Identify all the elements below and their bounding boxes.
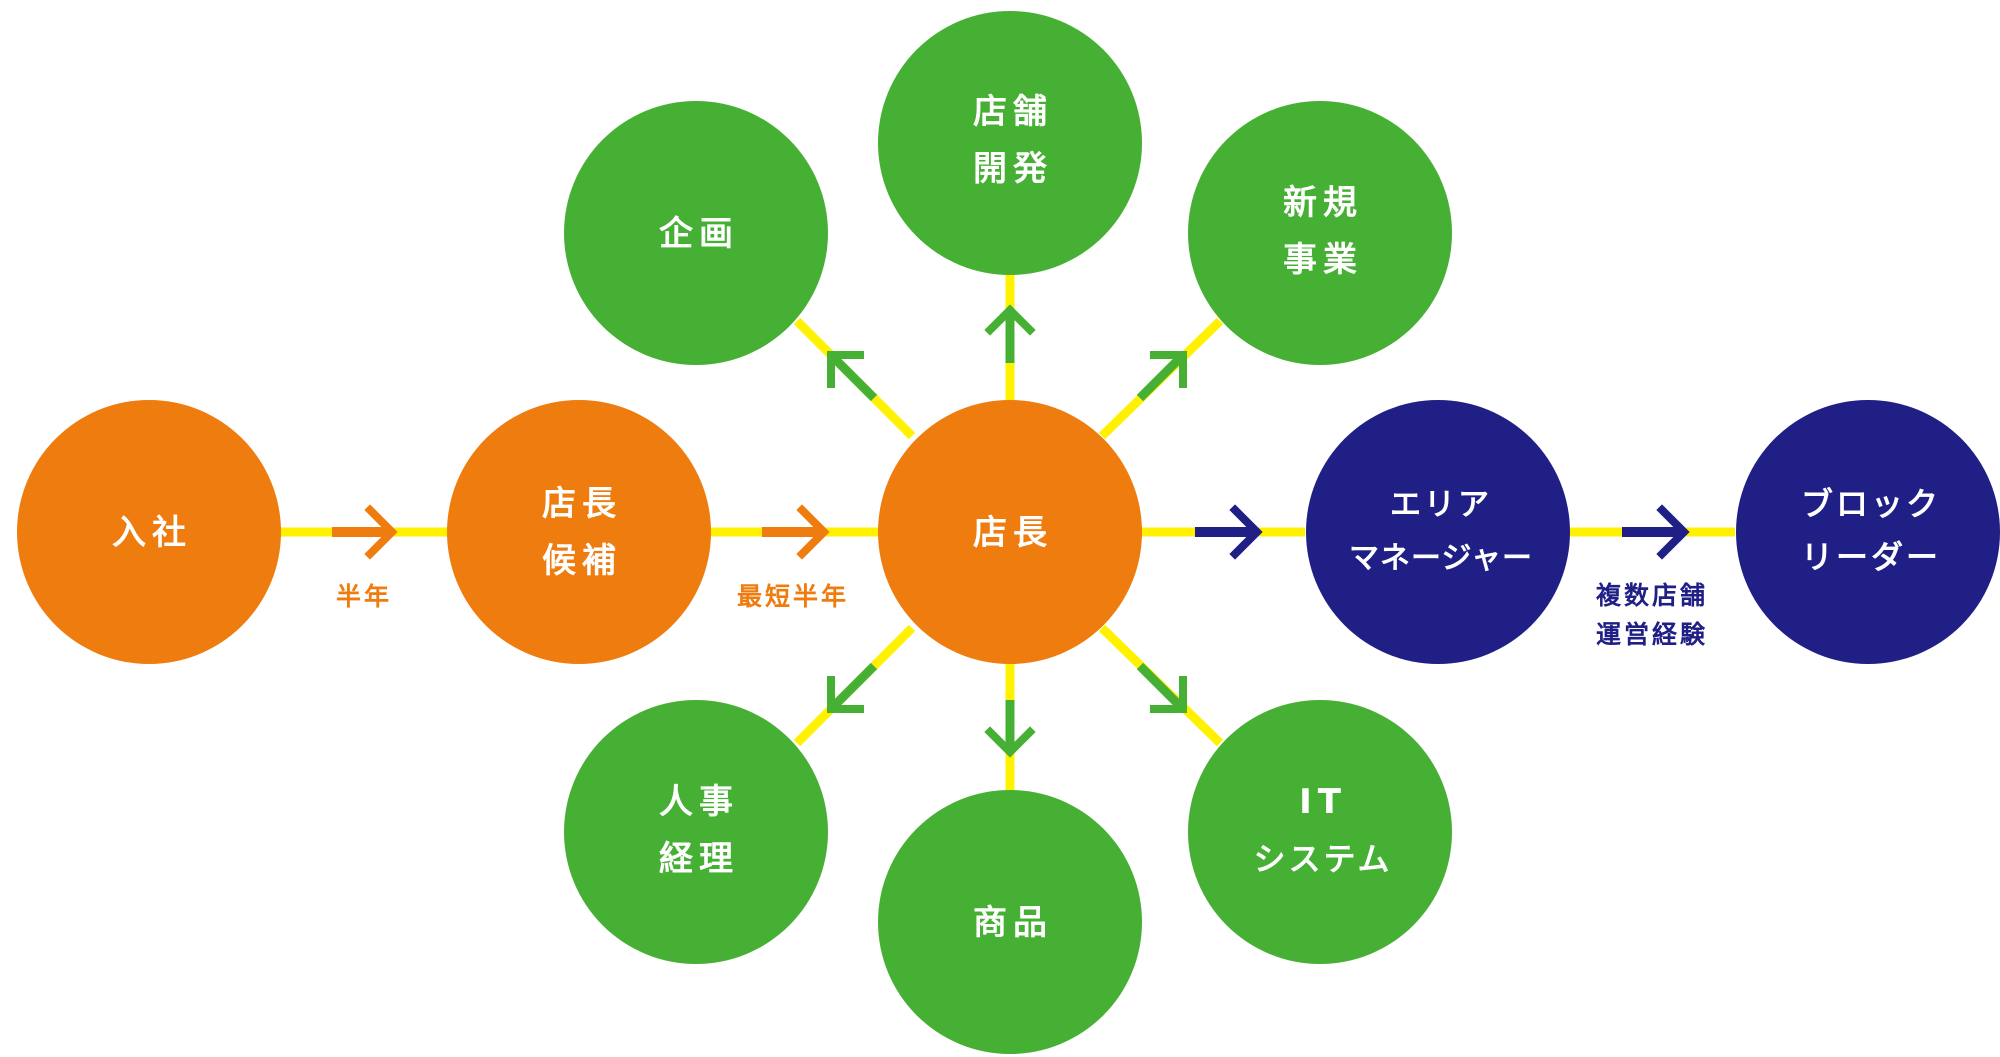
node-label-line2: リーダー bbox=[1801, 538, 1941, 576]
node-circle bbox=[878, 790, 1142, 1054]
arrow-right-icon bbox=[332, 504, 398, 560]
requirement-label-line2: 運営経験 bbox=[1596, 620, 1708, 649]
node-circle bbox=[1188, 700, 1452, 964]
node-tencho-kouho: 店長 候補 bbox=[447, 400, 711, 664]
requirement-label-line1: 複数店舗 bbox=[1596, 581, 1708, 610]
node-tencho: 店長 bbox=[878, 400, 1142, 664]
arrow-up-right-icon bbox=[1136, 351, 1187, 402]
node-label-line1: 店長 bbox=[542, 484, 622, 524]
node-label-line2: 候補 bbox=[542, 541, 622, 581]
node-label: 店長 bbox=[973, 513, 1053, 553]
node-label-line2: マネージャー bbox=[1349, 541, 1533, 576]
edge-labels: 半年 最短半年 複数店舗 運営経験 bbox=[336, 581, 1708, 649]
node-label-line2: 事業 bbox=[1283, 240, 1363, 280]
node-circle bbox=[878, 400, 1142, 664]
node-circle bbox=[1736, 400, 2000, 664]
arrow-right-icon bbox=[1195, 504, 1263, 560]
node-label-line2: 経理 bbox=[659, 839, 739, 879]
arrow-right-icon bbox=[762, 504, 830, 560]
node-circle bbox=[1188, 101, 1452, 365]
node-label-line1: 店舗 bbox=[973, 92, 1053, 132]
node-kikaku: 企画 bbox=[564, 101, 828, 365]
node-circle bbox=[17, 400, 281, 664]
node-label-line2: システム bbox=[1253, 840, 1392, 878]
node-block-leader: ブロック リーダー bbox=[1736, 400, 2000, 664]
node-jinji-keiri: 人事 経理 bbox=[564, 700, 828, 964]
node-circle bbox=[878, 11, 1142, 275]
node-circle bbox=[564, 101, 828, 365]
node-nyusha: 入社 bbox=[17, 400, 281, 664]
arrow-up-icon bbox=[984, 304, 1036, 363]
node-label: 商品 bbox=[973, 903, 1053, 943]
node-shinki-jigyo: 新規 事業 bbox=[1188, 101, 1452, 365]
node-label-line1: 新規 bbox=[1283, 183, 1363, 223]
node-area-manager: エリア マネージャー bbox=[1306, 400, 1570, 664]
node-label-line1: ブロック bbox=[1801, 485, 1941, 523]
arrow-down-left-icon bbox=[827, 662, 878, 713]
node-circle bbox=[447, 400, 711, 664]
duration-label-second: 最短半年 bbox=[737, 582, 849, 611]
arrow-down-right-icon bbox=[1136, 662, 1187, 713]
node-it-system: IT システム bbox=[1188, 700, 1452, 964]
arrow-right-icon bbox=[1622, 504, 1690, 560]
branch-arrows bbox=[827, 304, 1187, 758]
node-shohin: 商品 bbox=[878, 790, 1142, 1054]
node-label: 入社 bbox=[112, 513, 192, 553]
arrow-up-left-icon bbox=[827, 351, 878, 402]
node-circle bbox=[1306, 400, 1570, 664]
node-label-line2: 開発 bbox=[973, 149, 1053, 189]
node-circle bbox=[564, 700, 828, 964]
node-label-line1: IT bbox=[1299, 782, 1347, 822]
duration-label-first: 半年 bbox=[336, 582, 392, 611]
main-path-arrows bbox=[332, 504, 1690, 560]
arrow-down-icon bbox=[984, 700, 1036, 758]
node-label-line1: 人事 bbox=[659, 782, 739, 822]
node-label: 企画 bbox=[659, 214, 739, 254]
node-tenpo-kaihatsu: 店舗 開発 bbox=[878, 11, 1142, 275]
node-label-line1: エリア bbox=[1390, 487, 1492, 523]
